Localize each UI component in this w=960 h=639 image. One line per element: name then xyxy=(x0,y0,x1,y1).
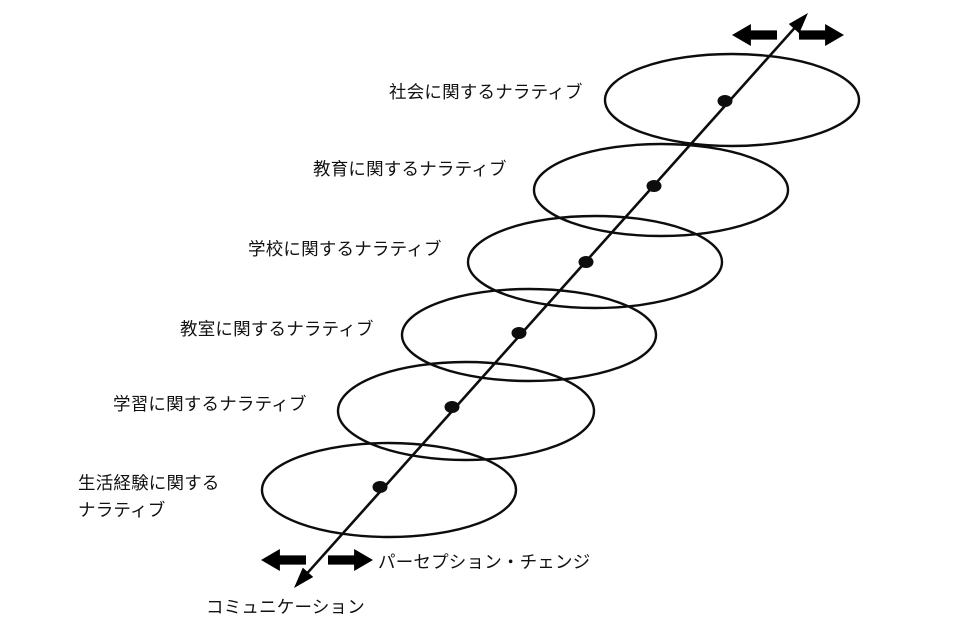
dot-life-experience xyxy=(372,481,388,493)
ellipse-learning xyxy=(336,360,596,462)
layer-label-school: 学校に関するナラティブ xyxy=(248,240,442,260)
ellipse-group xyxy=(260,52,861,539)
dot-school xyxy=(578,256,594,268)
axis-arrowhead-top xyxy=(788,13,808,34)
arrow-right-icon xyxy=(799,24,844,46)
arrow-right-icon-bottom xyxy=(328,549,373,571)
dot-society xyxy=(717,95,733,107)
dot-learning xyxy=(444,401,460,413)
ellipse-classroom xyxy=(400,287,658,383)
arrow-right-icon-top xyxy=(799,24,844,46)
layer-label-classroom: 教室に関するナラティブ xyxy=(180,320,374,340)
dot-group xyxy=(372,95,733,493)
dot-classroom xyxy=(511,327,527,339)
flat-arrow-group xyxy=(261,24,844,571)
ellipse-life-experience xyxy=(260,441,518,539)
layer-label-life-experience: 生活経験に関する ナラティブ xyxy=(78,474,220,521)
dot-education xyxy=(646,180,662,192)
ellipse-school xyxy=(466,214,724,310)
arrow-left-icon xyxy=(732,24,777,46)
ellipse-society xyxy=(603,52,861,148)
perception-change-label: パーセプション・チェンジ xyxy=(378,553,591,573)
arrow-left-icon xyxy=(261,549,306,571)
layer-label-learning: 学習に関するナラティブ xyxy=(113,395,307,415)
arrow-right-icon xyxy=(328,549,373,571)
layer-label-society: 社会に関するナラティブ xyxy=(389,83,583,103)
axis-arrowhead-bottom xyxy=(294,567,314,588)
ellipse-education xyxy=(532,142,790,238)
arrow-left-icon-top xyxy=(732,24,777,46)
layer-label-education: 教育に関するナラティブ xyxy=(313,160,507,180)
communication-label: コミュニケーション xyxy=(206,598,365,618)
arrow-left-icon-bottom xyxy=(261,549,306,571)
